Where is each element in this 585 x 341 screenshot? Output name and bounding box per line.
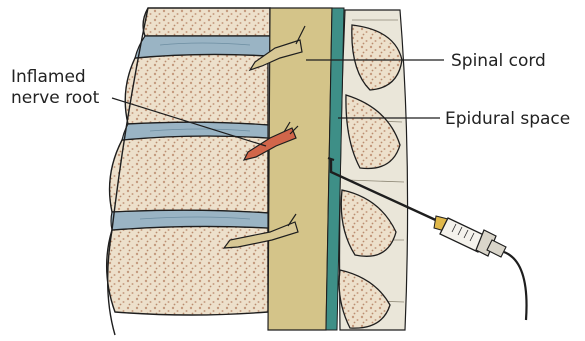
- vertebra-3: [110, 136, 268, 213]
- syringe-tube: [504, 252, 527, 320]
- disc-1: [135, 36, 270, 58]
- label-inflamed-line2: nerve root: [11, 88, 100, 108]
- syringe: [434, 216, 527, 320]
- disc-3: [111, 210, 268, 230]
- label-inflamed-line1: Inflamed: [11, 67, 86, 87]
- vertebra-1: [143, 8, 270, 36]
- label-epidural-space: Epidural space: [445, 109, 570, 129]
- label-spinal-cord: Spinal cord: [451, 51, 546, 71]
- vertebra-2: [125, 54, 268, 125]
